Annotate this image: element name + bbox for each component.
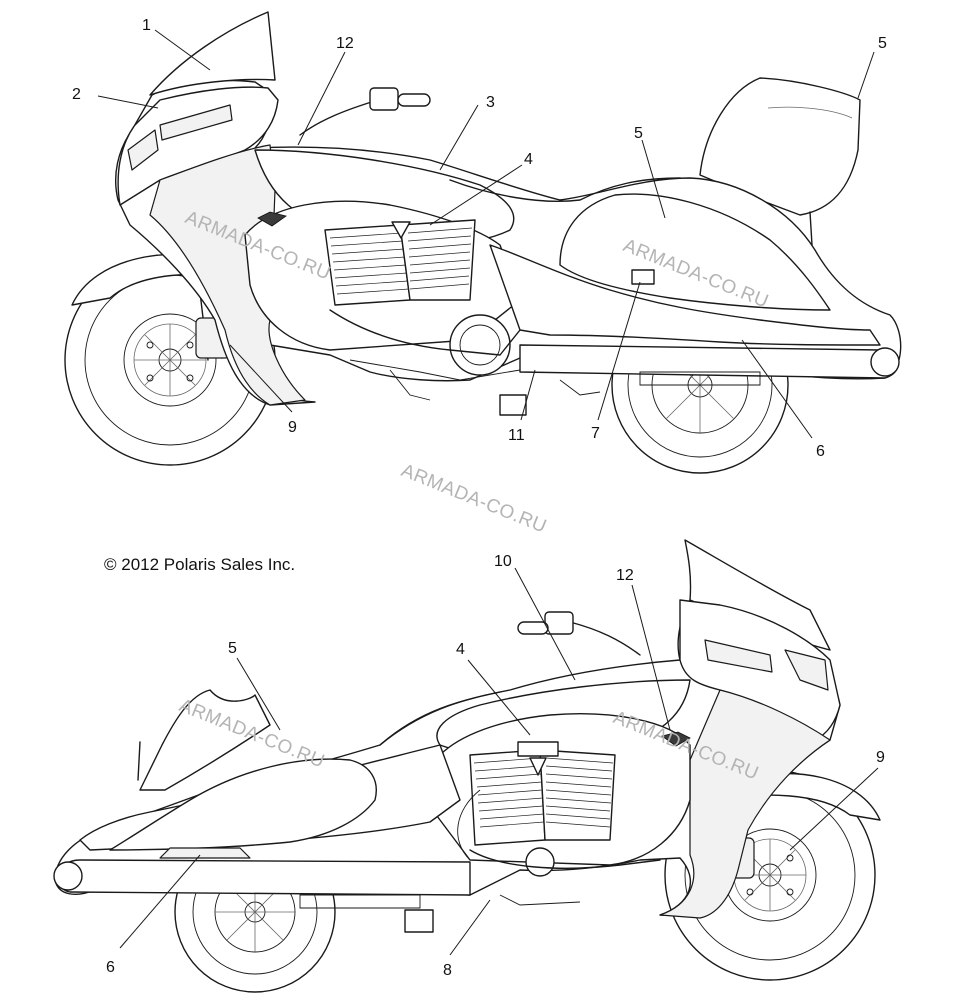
callout-6: 6 xyxy=(816,443,825,460)
callout-11: 11 xyxy=(508,427,525,444)
trunk-top xyxy=(699,77,861,216)
callout-5: 5 xyxy=(878,35,887,52)
callouts-bottom: 10 12 5 4 9 6 8 xyxy=(106,553,885,979)
callout-5: 5 xyxy=(228,640,237,657)
callout-6: 6 xyxy=(106,959,115,976)
callout-8: 8 xyxy=(443,962,452,979)
callout-12: 12 xyxy=(616,567,634,584)
saddlebag-top xyxy=(559,193,831,311)
callout-7: 7 xyxy=(591,425,600,442)
motorcycle-top-view xyxy=(64,11,902,474)
callouts-top: 1 2 12 3 4 5 5 6 7 11 9 xyxy=(72,17,887,460)
callout-4: 4 xyxy=(456,641,465,658)
motorcycle-bottom-view xyxy=(53,539,881,993)
callout-12: 12 xyxy=(336,35,354,52)
side-panel-top xyxy=(489,244,881,346)
tank-badge-top xyxy=(257,211,287,227)
exhaust-top xyxy=(519,344,899,379)
lower-fairing-top xyxy=(149,144,306,406)
copyright-notice: © 2012 Polaris Sales Inc. xyxy=(104,555,295,574)
watermark-text: ARMADA-CO.RU xyxy=(398,460,549,537)
callout-1: 1 xyxy=(142,17,151,34)
leader-lines xyxy=(97,29,879,956)
exhaust-bottom xyxy=(57,859,471,896)
saddlebag-bottom xyxy=(109,758,377,851)
callout-9: 9 xyxy=(288,419,297,436)
tank-badge-bottom xyxy=(661,731,691,747)
engine-top xyxy=(324,219,521,381)
callout-10: 10 xyxy=(494,553,512,570)
callout-3: 3 xyxy=(486,94,495,111)
windshield-top xyxy=(149,11,276,96)
engine-bottom xyxy=(457,741,661,877)
callout-4: 4 xyxy=(524,151,533,168)
lower-fairing-bottom xyxy=(659,689,831,919)
callout-5: 5 xyxy=(634,125,643,142)
callout-9: 9 xyxy=(876,749,885,766)
callout-2: 2 xyxy=(72,86,81,103)
